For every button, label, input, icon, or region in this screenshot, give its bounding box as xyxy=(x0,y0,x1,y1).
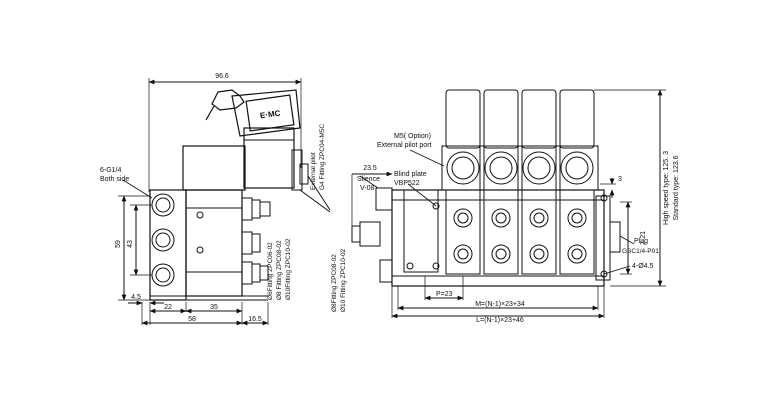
fitting-a-line3: Ø10Fitting ZPC10-02 xyxy=(285,238,292,300)
silence-line1: Slience xyxy=(357,176,380,183)
valve-body xyxy=(185,189,243,297)
blind-line1: Blind plate xyxy=(394,171,427,178)
standard-label: Standard type: 123.6 xyxy=(673,155,680,220)
valve-stack xyxy=(441,89,599,275)
solenoid-connector xyxy=(205,89,301,137)
coil-body xyxy=(243,127,295,189)
m5-line2: External pilot port xyxy=(377,142,432,149)
brand-label: E·MC xyxy=(259,109,281,121)
front-view xyxy=(351,89,666,319)
dim-M: M=(N-1)×23+34 xyxy=(475,301,525,308)
dim-35: 35 xyxy=(210,304,218,311)
plug-line1: Plug xyxy=(634,238,648,245)
valve-1 xyxy=(441,89,485,275)
external-pilot-line1: External pilot xyxy=(310,152,317,190)
high-speed-label: High speed type: 125. 3 xyxy=(663,151,670,225)
m5-line1: M5( Option) xyxy=(394,133,431,140)
dim-59: 59 xyxy=(115,240,122,248)
dim-22: 22 xyxy=(164,304,172,311)
dim-L: L=(N-1)×23+46 xyxy=(476,317,524,324)
dim-43: 43 xyxy=(127,240,134,248)
valve-3 xyxy=(517,89,561,275)
dim-4-5: 4.5 xyxy=(131,294,141,301)
dim-16-5: 16.5 xyxy=(248,316,262,323)
dim-23-5: 23.5 xyxy=(363,165,377,172)
external-pilot-line2: G4 Fitting ZPC04-M5C xyxy=(319,124,326,190)
valve-2 xyxy=(479,89,523,275)
pitch-label: P=23 xyxy=(436,291,453,298)
holes-label: 4-Ø4.5 xyxy=(632,263,654,270)
dim-2-21: 2-21 xyxy=(640,231,647,245)
dim-58: 58 xyxy=(188,316,196,323)
side-view xyxy=(118,78,331,326)
fitting-a-line2: Ø8 Fitting ZPC08-02 xyxy=(276,240,283,300)
blind-plate xyxy=(403,189,439,273)
pilot-body xyxy=(182,145,246,191)
port-circles xyxy=(151,193,175,287)
fitting-b-line2: Ø10 Fitting ZPC10-02 xyxy=(340,248,347,312)
left-fittings xyxy=(351,187,393,283)
valve-4 xyxy=(555,89,599,275)
side-fittings xyxy=(241,197,271,285)
blind-line2: VBP522 xyxy=(394,180,420,187)
fitting-a-line1: Ø6Fitting ZPC06-02 xyxy=(267,242,274,300)
dim-96-6: 96.6 xyxy=(215,73,229,80)
fitting-b-line1: Ø8Fitting ZPC08-02 xyxy=(331,254,338,312)
dim-3: 3 xyxy=(618,176,622,183)
plug-line2: GSC1/4-P01 xyxy=(622,248,659,255)
port-label-line1: 6-G1/4 xyxy=(100,167,122,174)
silence-line2: V-08 xyxy=(360,185,375,192)
port-label-line2: Both side xyxy=(100,176,129,183)
